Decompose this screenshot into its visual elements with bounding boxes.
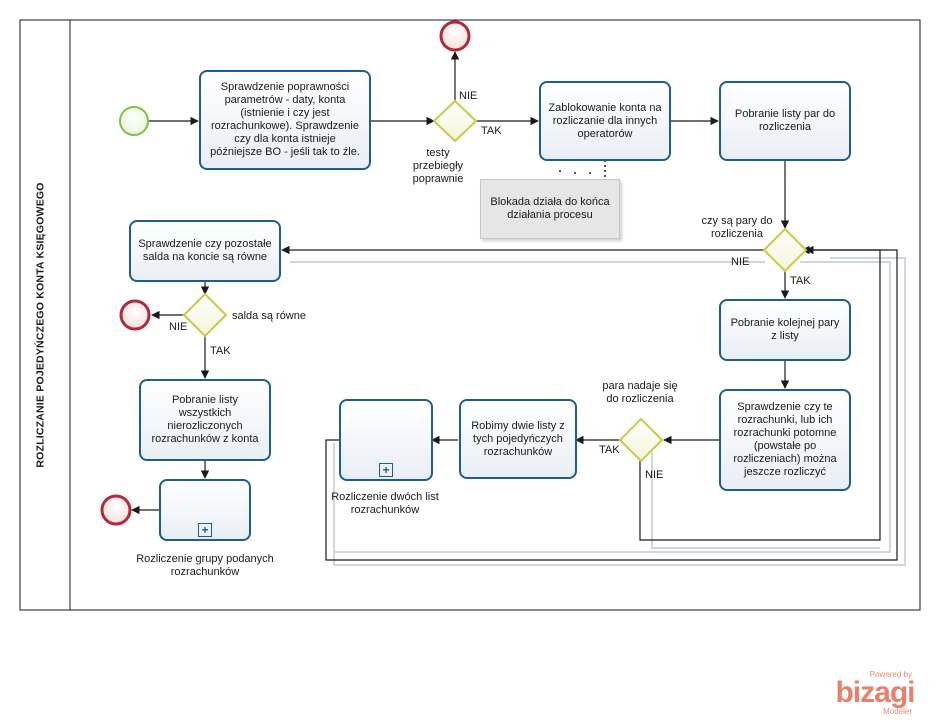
task-get-next-pair[interactable]: Pobranie kolejnej pary z listy: [719, 299, 851, 361]
task-label: Pobranie kolejnej pary z listy: [730, 317, 840, 342]
task-label: Sprawdzenie czy te rozrachunki, lub ich …: [733, 401, 837, 478]
gateway-tests: [432, 99, 478, 143]
task-label: Sprawdzenie czy pozostałe salda na konci…: [138, 238, 272, 263]
start-event: [119, 106, 149, 136]
task-label: Pobranie listy wszystkich nierozliczonyc…: [151, 394, 259, 445]
task-check-params[interactable]: Sprawdzenie poprawności parametrów - dat…: [199, 70, 371, 170]
subprocess-settle-group[interactable]: +: [159, 479, 251, 541]
task-label: Zablokowanie konta na rozliczanie dla in…: [548, 101, 662, 140]
gateway-tests-label: testy przebiegły poprawnie: [412, 147, 464, 185]
logo-name: bizagi: [835, 676, 915, 709]
subprocess-settle-two[interactable]: +: [339, 399, 433, 481]
task-label: Sprawdzenie poprawności parametrów - dat…: [210, 81, 360, 158]
annotation-association: [559, 160, 606, 178]
label-yes-can-pair: TAK: [599, 444, 620, 456]
label-no-can-pair: NIE: [645, 469, 663, 481]
gateway-pairs-label: czy są pary do rozliczenia: [701, 215, 773, 240]
bizagi-logo: Powered by bizagi Modeler: [834, 670, 916, 718]
task-block-account[interactable]: Zablokowanie konta na rozliczanie dla in…: [539, 81, 671, 161]
label-no-tests: NIE: [459, 90, 477, 102]
pool-title: ROZLICZANIE POJEDYŃCZEGO KONTA KSIĘGOWEG…: [26, 175, 56, 475]
annotation-block: Blokada działa do końca działania proces…: [480, 179, 620, 239]
gateway-balances: [182, 292, 228, 338]
task-check-balances[interactable]: Sprawdzenie czy pozostałe salda na konci…: [129, 220, 281, 282]
task-two-lists[interactable]: Robimy dwie listy z tych pojedyńczych ro…: [459, 399, 577, 479]
label-yes-tests: TAK: [481, 125, 502, 137]
pool-border: [19, 19, 921, 611]
task-label: Pobranie listy par do rozliczenia: [734, 108, 836, 133]
end-event-tests-failed: [439, 20, 471, 52]
end-event-balances-unequal: [119, 299, 151, 331]
expand-plus-icon[interactable]: +: [379, 463, 393, 477]
end-event-final: [100, 494, 132, 526]
subprocess-settle-group-caption: Rozliczenie grupy podanych rozrachunków: [136, 553, 274, 578]
task-get-pairs[interactable]: Pobranie listy par do rozliczenia: [719, 81, 851, 161]
logo-powered-text: Powered by: [869, 670, 912, 679]
gateway-can-pair: [618, 417, 664, 463]
label-no-pairs: NIE: [731, 256, 749, 268]
logo-product: Modeler: [883, 707, 912, 716]
label-yes-balances: TAK: [210, 345, 231, 357]
label-yes-pairs: TAK: [790, 275, 811, 287]
sequence-flows: [131, 51, 898, 561]
pool-title-text: ROZLICZANIE POJEDYŃCZEGO KONTA KSIĘGOWEG…: [35, 182, 48, 468]
label-no-balances: NIE: [169, 321, 187, 333]
subprocess-settle-two-caption: Rozliczenie dwóch list rozrachunków: [331, 491, 439, 516]
gateway-balances-label: salda są równe: [232, 310, 306, 322]
task-label: Robimy dwie listy z tych pojedyńczych ro…: [471, 419, 565, 458]
task-get-all-unsettled[interactable]: Pobranie listy wszystkich nierozliczonyc…: [139, 379, 271, 461]
gateway-can-pair-label: para nadaje się do rozliczenia: [602, 380, 678, 405]
flow-sub-loop: [325, 245, 898, 561]
task-check-settle[interactable]: Sprawdzenie czy te rozrachunki, lub ich …: [719, 389, 851, 491]
annotation-text: Blokada działa do końca działania proces…: [490, 196, 610, 221]
expand-plus-icon[interactable]: +: [198, 523, 212, 537]
gateway-pairs: [762, 227, 808, 273]
